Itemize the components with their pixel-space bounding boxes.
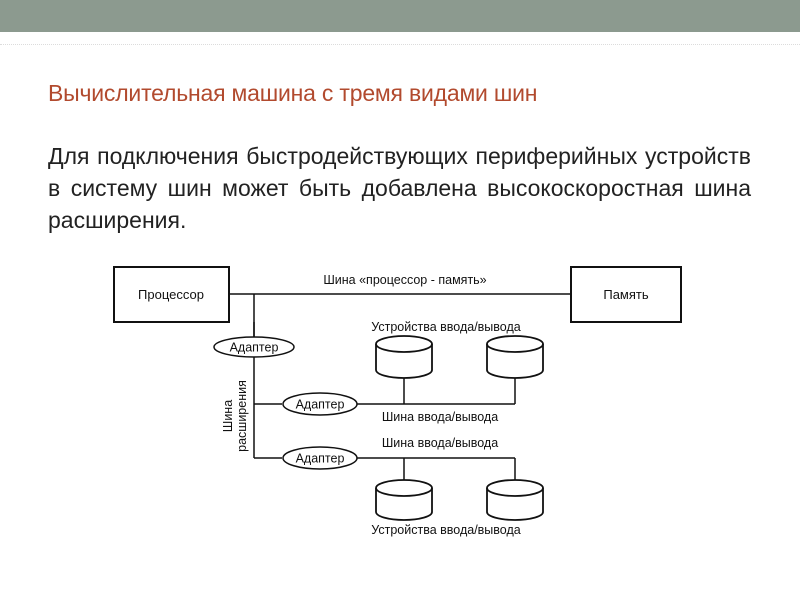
expansion-bus-label: Шина расширения: [221, 380, 249, 452]
cpu-memory-bus-label: Шина «процессор - память»: [323, 273, 486, 287]
adapter-3-shape: [282, 446, 358, 470]
slide-top-bar: [0, 0, 800, 32]
slide-body-text: Для подключения быстродействующих перифе…: [48, 143, 751, 233]
io-device-bottom-right-cylinder: [486, 479, 544, 521]
adapter-2-shape: [282, 392, 358, 416]
expansion-bus-label-line1: Шина: [221, 400, 235, 432]
memory-box: [570, 266, 682, 323]
io-bus-2-label: Шина ввода/вывода: [382, 436, 498, 450]
io-devices-bottom-label: Устройства ввода/вывода: [371, 523, 520, 537]
slide-divider: [0, 44, 800, 45]
memory-label: Память: [603, 287, 649, 302]
adapter-2-label: Адаптер: [296, 398, 345, 412]
processor-label: Процессор: [138, 287, 204, 302]
slide-title: Вычислительная машина с тремя видами шин: [48, 80, 538, 106]
io-device-top-right-cylinder: [486, 335, 544, 379]
io-device-top-left-cylinder: [375, 335, 433, 379]
expansion-bus-label-line2: расширения: [235, 380, 249, 452]
io-bus-1-label: Шина ввода/вывода: [382, 410, 498, 424]
adapter-1-shape: [213, 336, 295, 358]
io-device-bottom-left-cylinder: [375, 479, 433, 521]
adapter-3-label: Адаптер: [296, 452, 345, 466]
processor-box: [113, 266, 230, 323]
io-devices-top-label: Устройства ввода/вывода: [371, 320, 520, 334]
adapter-1-label: Адаптер: [230, 341, 279, 355]
